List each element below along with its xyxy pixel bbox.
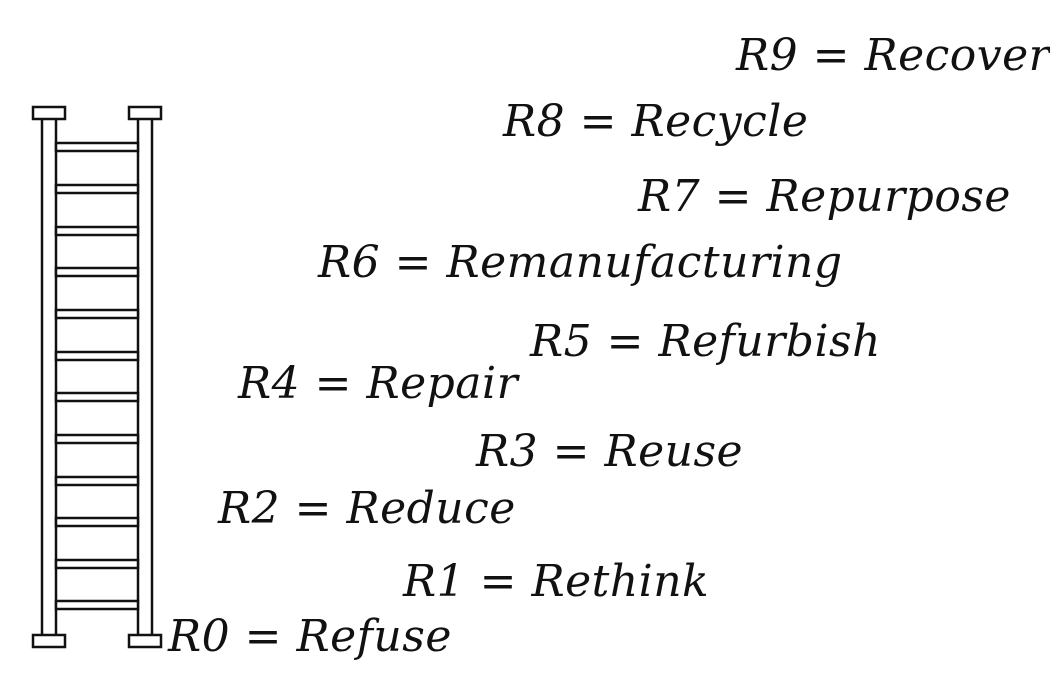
ladder-rung: [54, 599, 140, 611]
ladder-rung: [54, 183, 140, 195]
ladder-rung: [54, 516, 140, 528]
ladder-right-top-cap: [127, 105, 163, 121]
ladder-rung: [54, 141, 140, 153]
ladder-rung: [54, 225, 140, 237]
ladder-rung: [54, 558, 140, 570]
step-r2-reduce: R2 = Reduce: [218, 483, 516, 534]
ladder-left-top-cap: [31, 105, 67, 121]
step-r6-remanufacturing: R6 = Remanufacturing: [318, 237, 843, 288]
ladder-left-bottom-cap: [31, 633, 67, 649]
ladder-right-bottom-cap: [127, 633, 163, 649]
ladder-rung: [54, 266, 140, 278]
ladder-rung: [54, 475, 140, 487]
step-r8-recycle: R8 = Recycle: [503, 96, 809, 147]
ladder-right-rail: [136, 116, 154, 638]
step-r4-repair: R4 = Repair: [238, 358, 519, 409]
step-r0-refuse: R0 = Refuse: [168, 611, 452, 662]
step-r9-recover: R9 = Recover: [736, 30, 1050, 81]
ladder-rung: [54, 433, 140, 445]
ladder-rung: [54, 350, 140, 362]
ladder-rung: [54, 391, 140, 403]
step-r5-refurbish: R5 = Refurbish: [530, 316, 881, 367]
ladder-illustration: [31, 105, 163, 649]
ladder-left-rail: [40, 116, 58, 638]
step-r7-repurpose: R7 = Repurpose: [638, 171, 1011, 222]
step-r3-reuse: R3 = Reuse: [476, 426, 744, 477]
ladder-rung: [54, 308, 140, 320]
step-r1-rethink: R1 = Rethink: [403, 556, 710, 607]
